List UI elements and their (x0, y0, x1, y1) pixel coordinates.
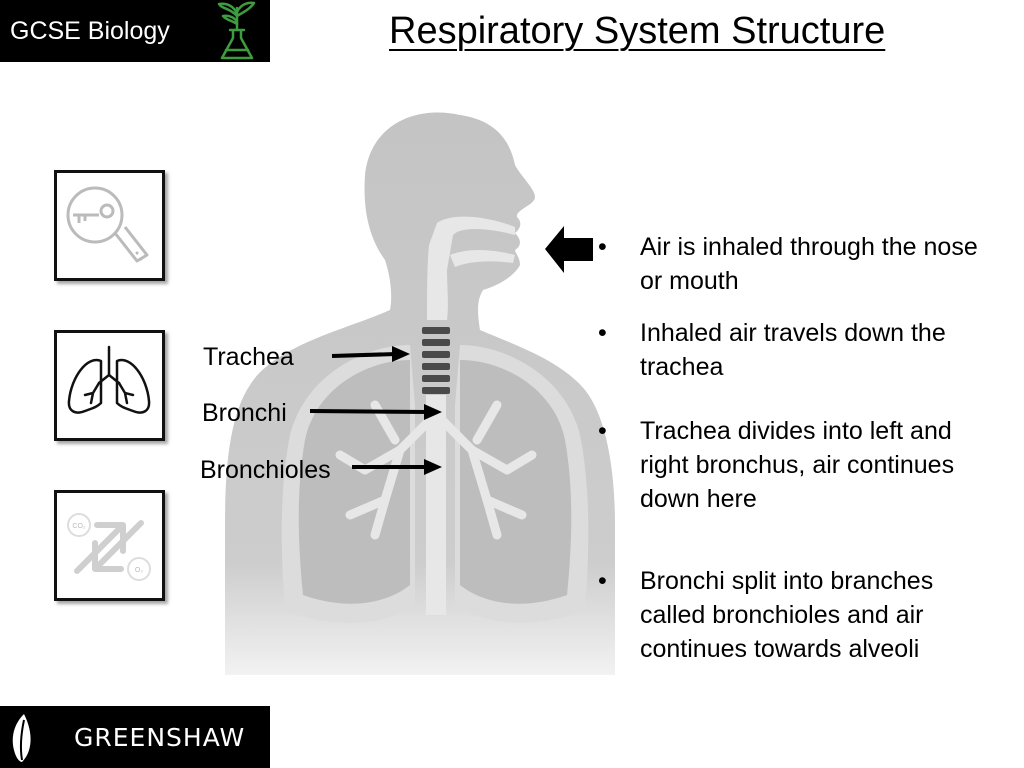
bullet-text: Inhaled air travels down the trachea (640, 319, 946, 381)
bullet-text: Trachea divides into left and right bron… (640, 417, 955, 513)
bullet-dot: • (598, 233, 607, 261)
magnifier-key-icon-box (54, 170, 165, 281)
plant-flask-icon (217, 1, 256, 60)
bullet-dot: • (598, 319, 607, 347)
co2-label: CO₂ (72, 523, 86, 530)
trachea-label: Trachea (203, 343, 294, 371)
inhale-arrow-icon (545, 226, 593, 273)
bronchi-arrow (309, 404, 442, 420)
bullet-dot: • (598, 567, 607, 595)
bullet-text: Air is inhaled through the nose or mouth (640, 233, 978, 295)
course-label: GCSE Biology (10, 17, 170, 45)
page-title: Respiratory System Structure (389, 10, 886, 52)
bullet-text: Bronchi split into branches called bronc… (640, 567, 934, 663)
gas-exchange-arrows-icon: CO₂ O₂ (67, 513, 151, 581)
header-badge: GCSE Biology (0, 0, 270, 62)
magnifier-key-icon (66, 186, 149, 263)
lungs-icon-box (54, 330, 165, 441)
footer-badge: GREENSHAW (0, 706, 270, 768)
o2-label: O₂ (135, 567, 143, 574)
bronchioles-arrow (352, 459, 442, 475)
bronchi-label: Bronchi (202, 399, 287, 427)
bronchioles-label: Bronchioles (200, 456, 331, 484)
gas-exchange-icon-box: CO₂ O₂ (54, 490, 165, 601)
trachea-arrow (331, 346, 410, 362)
lungs-icon (67, 345, 151, 414)
bullet-dot: • (598, 417, 607, 445)
school-name: GREENSHAW (74, 723, 246, 752)
respiratory-silhouette (225, 112, 615, 675)
leaf-icon (12, 714, 31, 762)
